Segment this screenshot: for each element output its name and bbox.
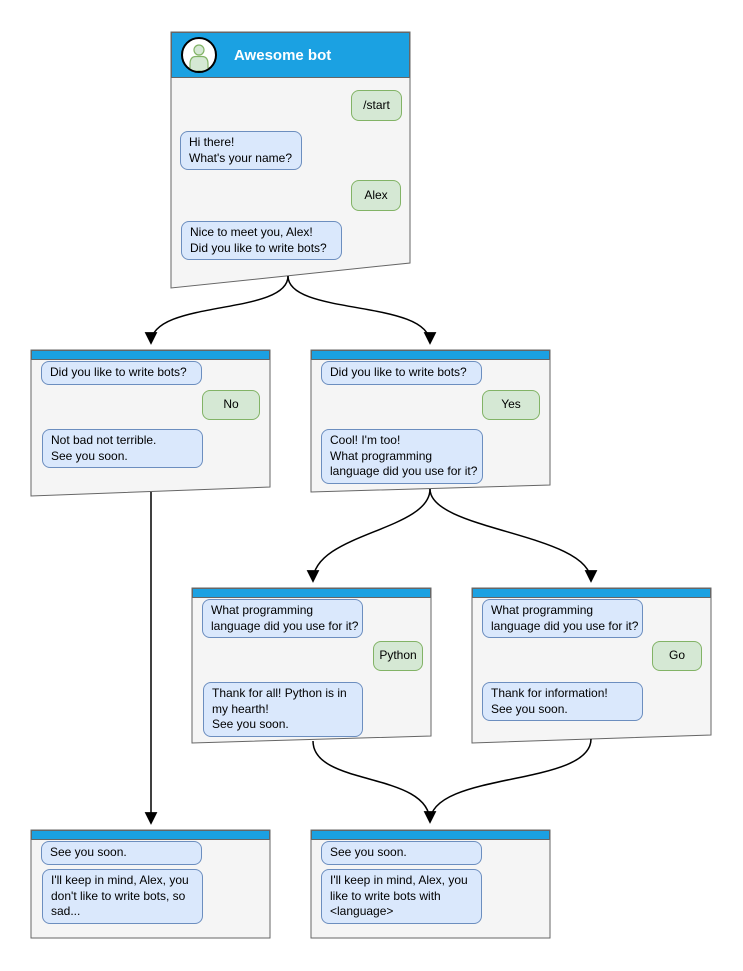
bot-message-bubble: See you soon. [321,841,482,865]
connector-python-to-end-yes [312,740,437,824]
bot-message-bubble: Did you like to write bots? [41,361,202,385]
bot-message-bubble: Thank for all! Python is in my hearth! S… [203,682,363,737]
connector-root-to-yes-branch [287,275,437,345]
chat-window-yes-branch-header [311,350,550,360]
bot-message-bubble: Cool! I'm too! What programming language… [321,429,483,484]
bot-message-bubble: What programming language did you use fo… [482,599,643,639]
user-message-bubble: Alex [351,180,401,211]
user-message-bubble: Yes [482,390,540,420]
bot-message-bubble: I'll keep in mind, Alex, you don't like … [42,869,203,924]
user-message-bubble: /start [351,90,402,121]
connector-root-to-no-branch [144,275,289,345]
bot-message-bubble: Not bad not terrible. See you soon. [42,429,203,469]
bot-message-bubble: What programming language did you use fo… [202,599,363,639]
bot-avatar [181,37,217,73]
chat-window-root-header: Awesome bot [171,32,410,78]
connector-yes-to-python-branch [306,488,431,583]
bot-message-bubble: Thank for information! See you soon. [482,682,643,722]
user-message-bubble: No [202,390,260,420]
chat-window-end-yes-header [311,830,550,840]
bot-message-bubble: See you soon. [41,841,202,865]
chat-window-no-branch-header [31,350,270,360]
chat-window-end-no-header [31,830,270,840]
person-icon [189,44,209,71]
chat-window-python-branch-header [192,588,431,598]
bot-message-bubble: Nice to meet you, Alex! Did you like to … [181,221,342,261]
bot-message-bubble: I'll keep in mind, Alex, you like to wri… [321,869,482,924]
user-message-bubble: Python [373,641,423,671]
connector-go-to-end-yes [429,738,592,823]
user-message-bubble: Go [652,641,702,671]
chat-window-go-branch-header [472,588,711,598]
bot-name-title: Awesome bot [234,46,332,64]
bot-message-bubble: Hi there! What's your name? [180,131,302,171]
connector-yes-to-go-branch [429,488,598,583]
bot-message-bubble: Did you like to write bots? [321,361,482,385]
